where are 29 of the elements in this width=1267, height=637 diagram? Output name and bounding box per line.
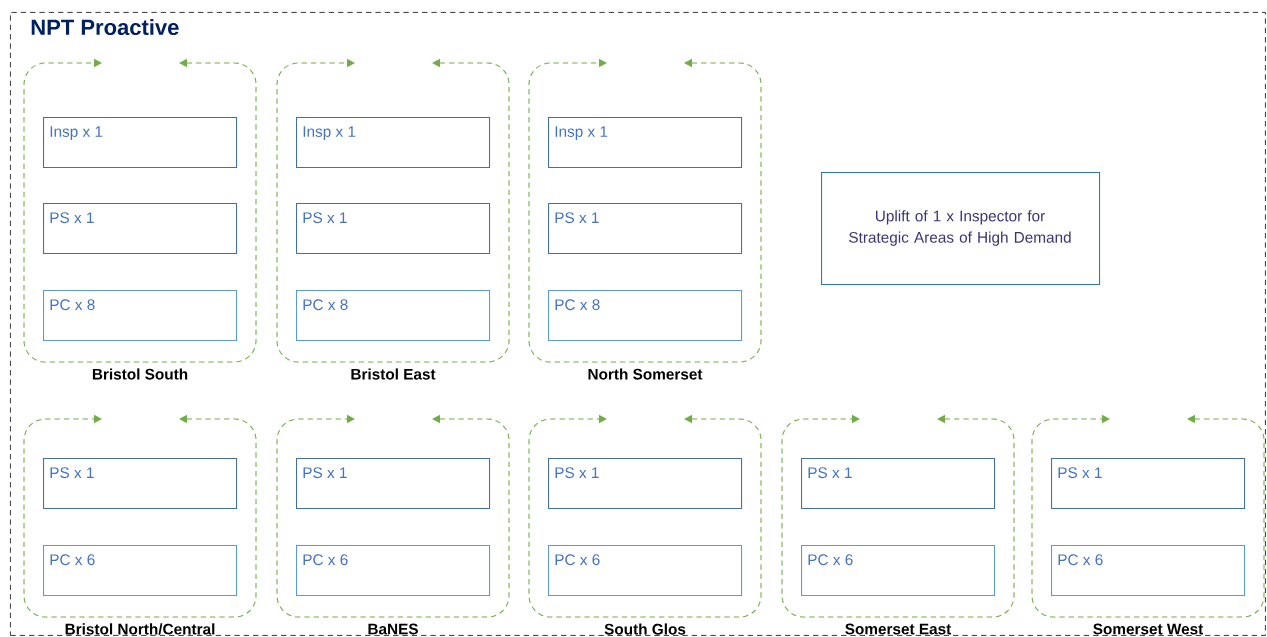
area-label: Bristol East [351,368,436,380]
role-box: PC x 6 [548,545,743,597]
role-box: PS x 1 [548,458,743,510]
role-box: PC x 8 [548,290,743,342]
role-box: PC x 8 [296,290,491,342]
area-label: Somerset East [845,623,952,635]
role-box: PC x 8 [43,290,238,342]
role-box: PC x 6 [43,545,238,597]
role-box: PS x 1 [43,203,238,255]
role-box: PC x 6 [801,545,996,597]
role-box: Insp x 1 [296,117,491,169]
heading: NPT Proactive [31,18,179,36]
role-box: PC x 6 [1051,545,1246,597]
role-box: PC x 6 [296,545,491,597]
area-label: Bristol North/Central [65,623,215,635]
role-box: PS x 1 [43,458,238,510]
role-box: Insp x 1 [548,117,743,169]
role-box: Insp x 1 [43,117,238,169]
role-box: PS x 1 [801,458,996,510]
role-box: PS x 1 [296,458,491,510]
area-label: BaNES [368,623,418,635]
role-box: PS x 1 [548,203,743,255]
area-label: Somerset West [1093,623,1204,635]
area-label: South Glos [604,623,686,635]
area-label: Bristol South [92,368,188,380]
role-box: PS x 1 [296,203,491,255]
note-box: Uplift of 1 x Inspector for Strategic Areas of High Demand [821,172,1101,286]
area-label: North Somerset [588,368,703,380]
role-box: PS x 1 [1051,458,1246,510]
